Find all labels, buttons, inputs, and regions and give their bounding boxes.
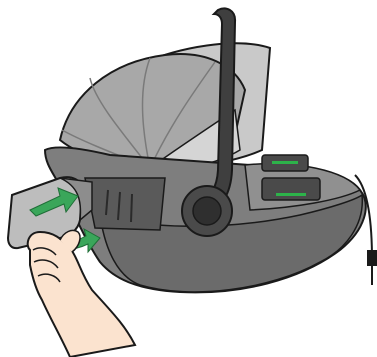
belt-guide-lower — [262, 178, 320, 200]
belt-indicator-upper — [272, 161, 298, 164]
strap-buckle — [367, 250, 377, 266]
handle-pivot-inner — [193, 197, 221, 225]
recess-rib — [131, 194, 132, 222]
front-recess — [85, 178, 165, 230]
belt-indicator-lower — [276, 193, 306, 196]
